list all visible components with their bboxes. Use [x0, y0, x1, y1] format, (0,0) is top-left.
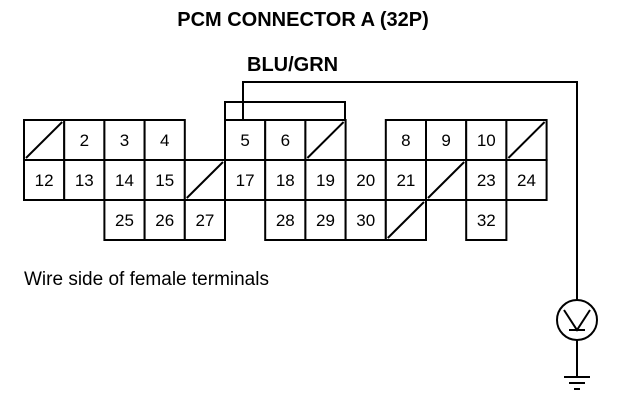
- terminal-number: 4: [160, 131, 169, 150]
- terminal-empty: [505, 119, 548, 161]
- terminal-21: 21: [384, 159, 427, 201]
- diagram-title: PCM CONNECTOR A (32P): [177, 9, 429, 31]
- terminal-29: 29: [304, 199, 347, 241]
- terminal-number: 8: [401, 131, 410, 150]
- unused-terminal-slash: [507, 121, 546, 159]
- terminal-number: 10: [477, 131, 496, 150]
- terminal-number: 6: [281, 131, 290, 150]
- terminal-2: 2: [63, 119, 106, 161]
- terminal-3: 3: [103, 119, 146, 161]
- terminal-15: 15: [143, 159, 186, 201]
- terminal-25: 25: [103, 199, 146, 241]
- terminal-17: 17: [224, 159, 267, 201]
- terminal-18: 18: [264, 159, 307, 201]
- terminal-number: 29: [316, 211, 335, 230]
- terminal-number: 17: [236, 171, 255, 190]
- terminal-number: 26: [155, 211, 174, 230]
- terminal-number: 14: [115, 171, 134, 190]
- terminal-number: 15: [155, 171, 174, 190]
- terminal-32: 32: [465, 199, 508, 241]
- terminal-number: 28: [276, 211, 295, 230]
- view-caption: Wire side of female terminals: [24, 269, 269, 290]
- unused-terminal-slash: [186, 161, 224, 199]
- terminal-13: 13: [63, 159, 106, 201]
- terminal-number: 21: [396, 171, 415, 190]
- terminal-number: 25: [115, 211, 134, 230]
- terminal-23: 23: [465, 159, 508, 201]
- unused-terminal-slash: [427, 161, 465, 199]
- wire-color-label: BLU/GRN: [247, 54, 338, 76]
- terminal-24: 24: [505, 159, 548, 201]
- terminal-empty: [304, 119, 347, 161]
- terminal-20: 20: [344, 159, 387, 201]
- ground-icon: [564, 340, 590, 390]
- terminal-number: 2: [80, 131, 89, 150]
- terminal-empty: [384, 199, 427, 241]
- terminal-30: 30: [344, 199, 387, 241]
- terminal-6: 6: [264, 119, 307, 161]
- terminal-14: 14: [103, 159, 146, 201]
- terminal-number: 12: [35, 171, 54, 190]
- terminal-number: 30: [356, 211, 375, 230]
- terminal-9: 9: [425, 119, 468, 161]
- terminal-number: 23: [477, 171, 496, 190]
- terminal-number: 18: [276, 171, 295, 190]
- terminal-number: 20: [356, 171, 375, 190]
- terminal-empty: [23, 119, 66, 161]
- terminal-number: 24: [517, 171, 536, 190]
- terminal-number: 19: [316, 171, 335, 190]
- terminal-4: 4: [143, 119, 186, 161]
- voltmeter-icon: [556, 299, 598, 341]
- terminal-27: 27: [183, 199, 227, 241]
- probe-wire: [242, 81, 578, 300]
- terminal-number: 32: [477, 211, 496, 230]
- terminal-5-lock-tab: [224, 101, 346, 121]
- terminal-19: 19: [304, 159, 347, 201]
- terminal-number: 3: [120, 131, 129, 150]
- terminal-number: 13: [75, 171, 94, 190]
- terminal-empty: [183, 159, 227, 201]
- unused-terminal-slash: [306, 121, 345, 159]
- terminal-5: 5: [224, 119, 267, 161]
- terminal-12: 12: [23, 159, 66, 201]
- unused-terminal-slash: [387, 201, 425, 239]
- terminal-empty: [425, 159, 468, 201]
- terminal-10: 10: [465, 119, 508, 161]
- terminal-28: 28: [264, 199, 307, 241]
- terminal-number: 27: [195, 211, 214, 230]
- terminal-number: 9: [441, 131, 450, 150]
- unused-terminal-slash: [25, 121, 63, 159]
- terminal-8: 8: [384, 119, 427, 161]
- terminal-26: 26: [143, 199, 186, 241]
- terminal-number: 5: [240, 131, 249, 150]
